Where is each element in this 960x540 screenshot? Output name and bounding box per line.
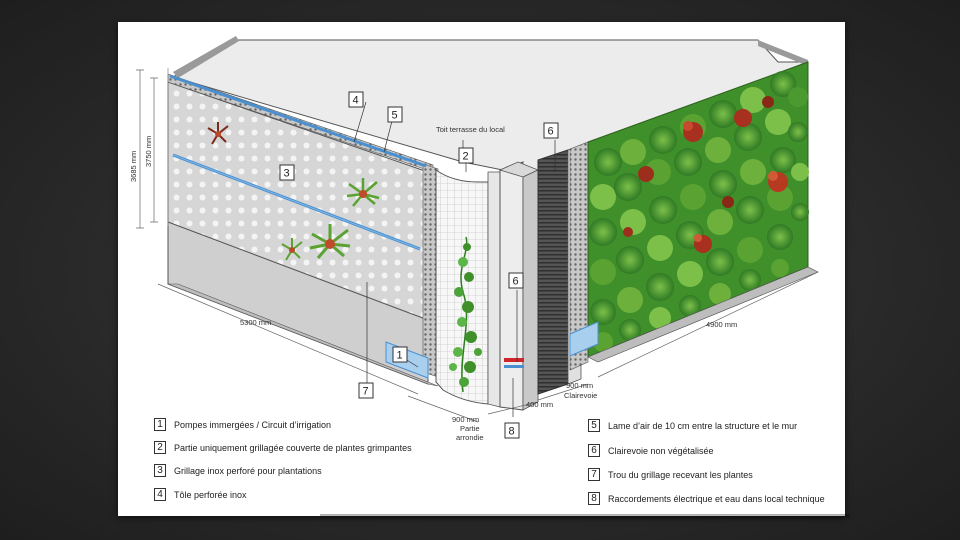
legend-item-4: 4 Tôle perforée inox <box>154 488 247 501</box>
dim-rounded-caption-1: Partie <box>460 424 480 433</box>
svg-text:6: 6 <box>513 276 519 288</box>
legend-num: 8 <box>588 492 600 505</box>
legend-text: Tôle perforée inox <box>174 489 247 500</box>
irrigation-pipe-top <box>169 74 427 168</box>
legend-text: Pompes immergées / Circuit d’irrigation <box>174 419 332 430</box>
legend-num: 7 <box>588 468 600 481</box>
roof-label: Toit terrasse du local <box>436 125 505 134</box>
svg-text:8: 8 <box>509 426 515 438</box>
irrigation-pipe-lower <box>172 154 421 250</box>
legend-num: 2 <box>154 441 166 454</box>
connections-blue <box>504 365 524 368</box>
svg-text:6: 6 <box>548 126 554 138</box>
svg-text:1: 1 <box>397 350 403 362</box>
dim-left-length: 5300 mm <box>240 318 271 327</box>
legend-text: Raccordements électrique et eau dans loc… <box>608 493 825 504</box>
red-flowers <box>623 96 788 253</box>
legend-text: Lame d’air de 10 cm entre la structure e… <box>608 420 798 431</box>
foliage <box>589 71 809 352</box>
callout-8: 8 <box>504 422 520 439</box>
legend-num: 5 <box>588 419 600 432</box>
legend-text: Trou du grillage recevant les plantes <box>608 469 753 480</box>
connections-red <box>504 358 524 362</box>
dim-clairevoie-caption: Clairevoie <box>564 391 597 400</box>
climbing-plant <box>449 236 482 393</box>
callout-1: 1 <box>392 346 408 363</box>
callout-6b: 6 <box>508 272 524 289</box>
callout-5: 5 <box>387 106 403 123</box>
svg-text:5: 5 <box>392 110 398 122</box>
legend-item-8: 8 Raccordements électrique et eau dans l… <box>588 492 825 505</box>
dim-height-2: 3750 mm <box>144 136 153 167</box>
callout-3: 3 <box>279 164 295 181</box>
legend-num: 6 <box>588 444 600 457</box>
callout-2: 2 <box>458 147 474 164</box>
dim-height-1: 3685 mm <box>129 151 138 182</box>
legend-text: Clairevoie non végétalisée <box>608 445 714 456</box>
callout-4: 4 <box>348 91 364 108</box>
svg-text:2: 2 <box>463 151 469 163</box>
legend-item-5: 5 Lame d’air de 10 cm entre la structure… <box>588 419 797 432</box>
legend-item-3: 3 Grillage inox perforé pour plantations <box>154 464 322 477</box>
panel-shadow <box>320 514 850 520</box>
legend-item-2: 2 Partie uniquement grillagée couverte d… <box>154 441 412 454</box>
dimension-lines <box>136 69 819 423</box>
legend-num: 4 <box>154 488 166 501</box>
legend-text: Grillage inox perforé pour plantations <box>174 465 322 476</box>
bromeliads <box>207 122 380 261</box>
diagram-panel: 3685 mm 3750 mm 5300 mm 4900 mm 900 mm P… <box>118 22 845 516</box>
legend-text: Partie uniquement grillagée couverte de … <box>174 442 412 453</box>
dim-clairevoie-width: 900 mm <box>566 381 593 390</box>
clairevoie <box>537 149 569 395</box>
dim-rounded-width: 900 mm <box>452 415 479 424</box>
callout-7: 7 <box>358 382 374 399</box>
legend-item-7: 7 Trou du grillage recevant les plantes <box>588 468 753 481</box>
dim-right-length: 4900 mm <box>706 320 737 329</box>
svg-text:7: 7 <box>363 386 369 398</box>
svg-text:3: 3 <box>284 168 290 180</box>
legend-item-1: 1 Pompes immergées / Circuit d’irrigatio… <box>154 418 331 431</box>
svg-text:4: 4 <box>353 95 359 107</box>
legend-item-6: 6 Clairevoie non végétalisée <box>588 444 714 457</box>
legend-num: 3 <box>154 464 166 477</box>
green-wall-diagram: 3685 mm 3750 mm 5300 mm 4900 mm 900 mm P… <box>129 36 819 442</box>
callout-6: 6 <box>543 122 559 139</box>
dim-rounded-caption-2: arrondie <box>456 433 484 442</box>
legend-num: 1 <box>154 418 166 431</box>
dim-depth: 400 mm <box>526 400 553 409</box>
